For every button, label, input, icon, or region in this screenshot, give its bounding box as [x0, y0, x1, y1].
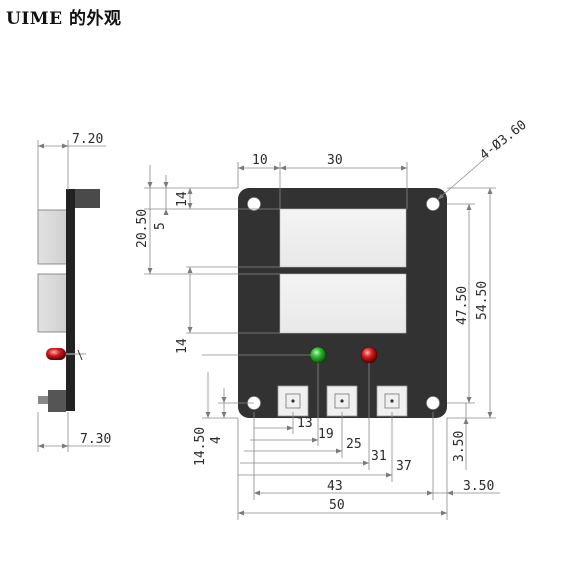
dim-height-20-50: 20.50 [135, 209, 150, 248]
dim-width-10: 10 [252, 153, 268, 168]
hole-leader-line [436, 155, 489, 201]
dim-height-3-50: 3.50 [452, 431, 467, 462]
side-lcd-panel-bottom [37, 273, 69, 333]
mount-hole-bottom-right [426, 396, 440, 410]
dim-bottom-19: 19 [318, 427, 334, 442]
dim-height-14-lower: 14 [175, 338, 190, 354]
display-panel-bottom [279, 273, 407, 334]
side-board [66, 189, 75, 411]
dim-bottom-31: 31 [371, 449, 387, 464]
front-dimensions: 10 30 4-Ø3.60 20.50 5 14 14 [135, 118, 530, 520]
push-button-3 [376, 385, 408, 417]
dim-bottom-50: 50 [329, 498, 345, 513]
dim-bottom-43: 43 [327, 479, 343, 494]
side-lcd-panel-top [37, 209, 69, 265]
dim-bottom-37: 37 [396, 459, 412, 474]
dim-height-14-top: 14 [175, 191, 190, 207]
red-led [360, 346, 378, 364]
page-title: UIME 的外观 [6, 9, 122, 29]
side-button [38, 390, 66, 412]
dim-bottom-thickness: 7.30 [80, 432, 111, 447]
push-button-1 [277, 385, 309, 417]
dim-bottom-13: 13 [297, 416, 313, 431]
dim-height-14-50: 14.50 [193, 427, 208, 466]
dim-height-5: 5 [153, 222, 168, 230]
display-panel-top [279, 208, 407, 268]
mount-hole-top-right [426, 197, 440, 211]
push-button-2 [326, 385, 358, 417]
dim-height-4: 4 [209, 436, 224, 444]
front-view [238, 188, 447, 418]
dim-top-thickness: 7.20 [72, 132, 103, 147]
side-led [46, 348, 86, 361]
dim-bottom-25: 25 [346, 437, 362, 452]
dim-bottom-3-50: 3.50 [463, 479, 494, 494]
mount-hole-top-left [247, 197, 261, 211]
side-view: 7.20 7.30 [37, 132, 111, 452]
dim-height-54-50: 54.50 [475, 281, 490, 320]
dim-height-47-50: 47.50 [455, 286, 470, 325]
side-connector [72, 189, 100, 208]
dim-hole-spec: 4-Ø3.60 [477, 118, 529, 164]
dim-width-30: 30 [327, 153, 343, 168]
